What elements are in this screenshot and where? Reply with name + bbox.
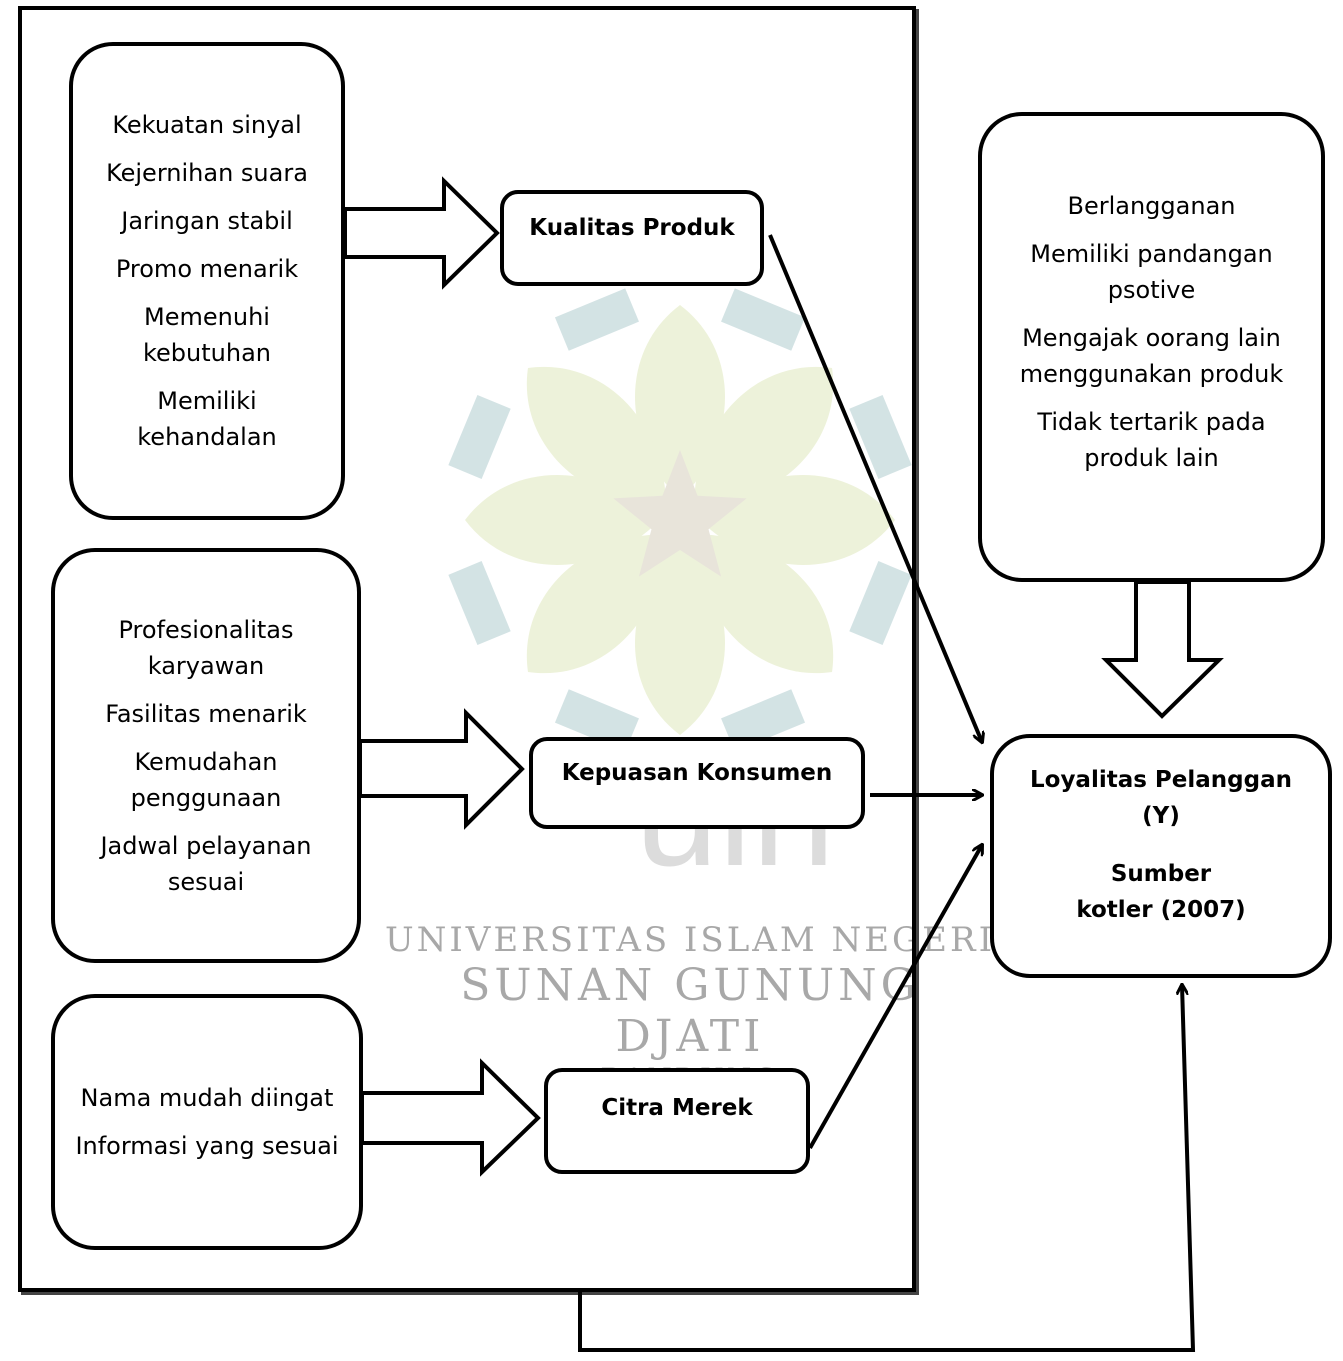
indicator-item: Berlangganan	[1067, 192, 1236, 220]
watermark-petal	[635, 305, 725, 500]
block-arrow-kualitas	[343, 176, 500, 290]
arrow-frame-to-loyalitas	[578, 985, 1196, 1352]
indicator-item: Memiliki pandangan psotive	[1030, 240, 1273, 304]
arrow-kualitas-to-loyalitas	[768, 234, 982, 742]
indicator-item: Fasilitas menarik	[105, 699, 307, 728]
watermark-petal	[526, 366, 666, 506]
target-loyalitas-pelanggan: Loyalitas Pelanggan (Y) Sumber kotler (2…	[990, 734, 1332, 978]
watermark-tile	[448, 561, 511, 646]
watermark-tile	[448, 394, 511, 479]
target-title: Loyalitas Pelanggan	[1029, 767, 1292, 793]
watermark-petal	[465, 475, 660, 565]
variable-label: Citra Merek	[601, 1095, 753, 1121]
target-source-label: Sumber	[1110, 861, 1212, 887]
watermark-petal	[700, 475, 895, 565]
watermark-line-1: UNIVERSITAS ISLAM NEGERI	[384, 920, 996, 960]
indicator-item: Kemudahan penggunaan	[130, 747, 282, 812]
block-arrow-loyalty-indicators	[1101, 580, 1224, 719]
watermark-petal	[526, 534, 666, 674]
independent-variables-frame	[18, 6, 916, 1292]
indicator-item: Kejernihan suara	[106, 159, 308, 187]
block-arrow-kepuasan	[358, 708, 525, 830]
watermark-star	[613, 450, 747, 577]
indicator-item: Tidak tertarik pada produk lain	[1037, 408, 1266, 472]
indicator-item: Kekuatan sinyal	[112, 111, 302, 139]
watermark-tile	[849, 561, 912, 646]
indicator-item: Jadwal pelayanan sesuai	[100, 831, 312, 896]
indicator-item: Promo menarik	[115, 255, 299, 283]
arrow-citra-to-loyalitas	[808, 845, 982, 1149]
watermark-tile	[721, 288, 806, 351]
indicator-item: Mengajak oorang lain menggunakan produk	[1019, 324, 1284, 388]
indicator-item: Informasi yang sesuai	[75, 1132, 339, 1160]
indicator-item: Nama mudah diingat	[80, 1084, 334, 1112]
indicator-item: Profesionalitas karyawan	[118, 615, 294, 680]
variable-kepuasan-konsumen: Kepuasan Konsumen	[529, 737, 865, 829]
indicator-item: Jaringan stabil	[121, 207, 293, 235]
indicator-item: Memiliki kehandalan	[137, 387, 277, 451]
target-variable-code: (Y)	[1142, 803, 1180, 829]
variable-label: Kualitas Produk	[529, 215, 735, 241]
watermark-text: UNIVERSITAS ISLAM NEGERI SUNAN GUNUNG DJ…	[380, 920, 1000, 1095]
watermark-petal	[694, 366, 834, 506]
watermark-tile	[721, 689, 806, 752]
target-source-citation: kotler (2007)	[1076, 897, 1246, 923]
variable-kualitas-produk: Kualitas Produk	[500, 190, 764, 286]
watermark-petal	[635, 540, 725, 735]
watermark-tile	[554, 689, 639, 752]
watermark-tile	[849, 394, 912, 479]
watermark-petal	[694, 534, 834, 674]
variable-citra-merek: Citra Merek	[544, 1068, 810, 1174]
variable-label: Kepuasan Konsumen	[561, 760, 833, 786]
block-arrow-citra	[360, 1058, 541, 1177]
watermark-line-2: SUNAN GUNUNG DJATI	[460, 960, 920, 1062]
indicator-item: Memenuhi kebutuhan	[142, 303, 271, 367]
watermark-tile	[554, 288, 639, 351]
